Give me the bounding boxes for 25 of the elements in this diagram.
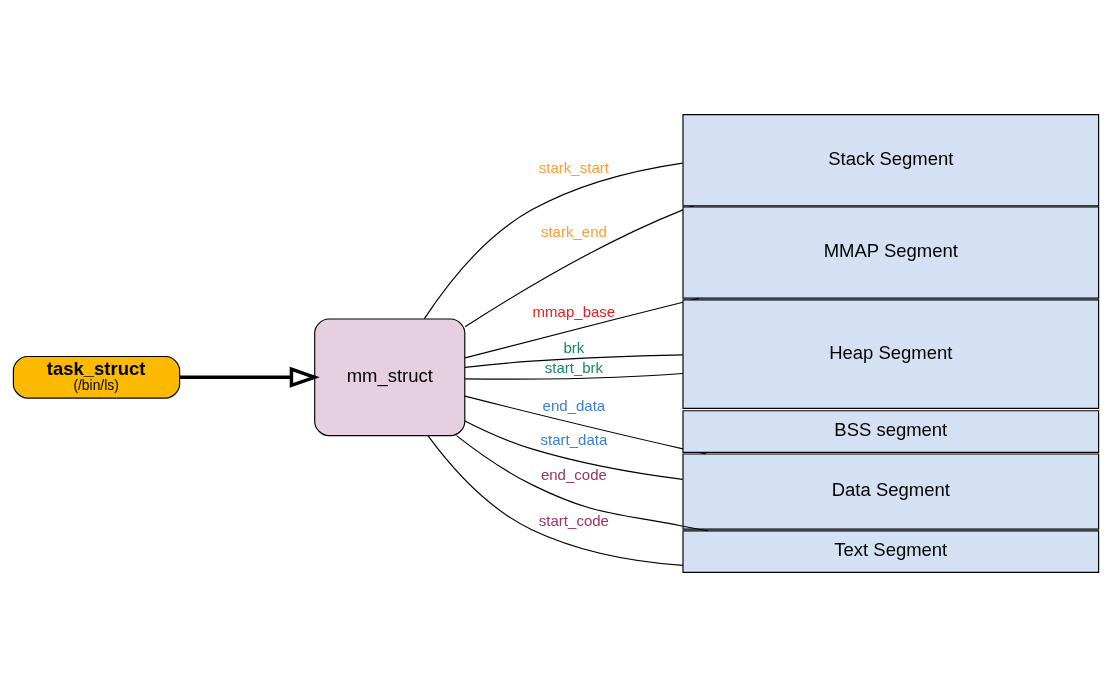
node-box: BSS segment [682,409,1100,453]
node-box: Data Segment [682,452,1100,530]
edge-label: stark_end [540,222,607,240]
connector [464,395,707,455]
node-box: mm_struct [314,317,466,436]
connector [464,353,684,368]
edge-label: end_code [540,465,607,483]
edge-label: start_code [538,511,609,529]
connector [464,372,684,380]
edge-label: start_data [540,430,608,448]
node-box: Text Segment [682,529,1100,573]
node-box: task_struct (/bin/ls) [12,355,181,399]
connector [423,162,684,319]
node-box: Stack Segment [682,113,1100,206]
connector [455,434,709,531]
connector [427,434,684,566]
node-box: MMAP Segment [682,205,1100,299]
edge-label: mmap_base [532,302,616,320]
node-box: Heap Segment [682,298,1100,409]
edge-label: end_data [542,396,606,414]
edge-label: brk [563,338,585,356]
arrow [179,366,320,388]
connector [464,419,684,480]
edge-label: start_brk [544,358,604,376]
edge-label: stark_start [538,158,609,176]
